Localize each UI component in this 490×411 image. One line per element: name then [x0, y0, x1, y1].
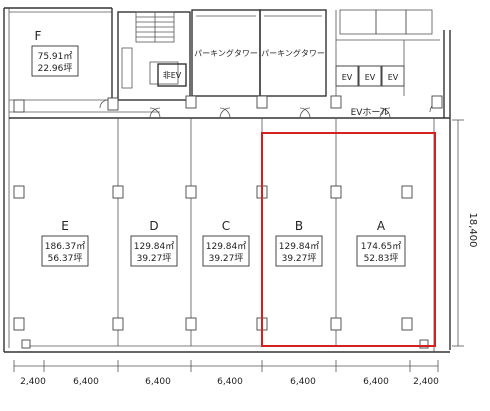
ev-3-label: EV — [388, 73, 399, 82]
unit-c-tsubo: 39.27坪 — [209, 253, 244, 264]
dim-6: 6,400 — [363, 377, 389, 387]
top-right-room-3 — [405, 9, 433, 35]
ev-2-box — [358, 65, 382, 87]
unit-c-id: C — [222, 219, 230, 233]
unit-d-tsubo: 39.27坪 — [137, 253, 172, 264]
unit-a: A 174.65㎡ 52.83坪 — [356, 219, 406, 267]
unit-f-id: F — [35, 29, 42, 43]
ev-hall-label: EVホール — [351, 107, 390, 118]
unit-b: B 129.84㎡ 39.27坪 — [275, 219, 323, 267]
small-ev-label: 非EV — [163, 70, 182, 80]
unit-e-tsubo: 56.37坪 — [48, 253, 83, 264]
unit-a-area: 174.65㎡ — [361, 241, 402, 252]
unit-b-area-box — [275, 235, 323, 267]
stair-core — [117, 11, 191, 101]
unit-e-area-box — [41, 235, 89, 267]
ev-2-label: EV — [365, 73, 376, 82]
ev-1-label: EV — [342, 73, 353, 82]
wc-room — [149, 61, 179, 85]
dim-4: 6,400 — [217, 377, 243, 387]
right-dimension-label: 18,400 — [467, 213, 478, 248]
unit-b-area: 129.84㎡ — [279, 241, 320, 252]
unit-b-id: B — [295, 219, 303, 233]
unit-f-area-box — [31, 45, 79, 77]
unit-c-area-box — [202, 235, 250, 267]
unit-f-area: 75.91㎡ — [38, 51, 73, 62]
parking-tower-2-label: パーキングタワー — [261, 48, 325, 58]
unit-d-area-box — [130, 235, 178, 267]
unit-e: E 186.37㎡ 56.37坪 — [41, 219, 89, 267]
parking-tower-1-label: パーキングタワー — [194, 48, 258, 58]
bottom-dimensions: 2,400 6,400 6,400 6,400 6,400 6,400 2,40… — [13, 360, 439, 387]
dim-5: 6,400 — [290, 377, 316, 387]
unit-d: D 129.84㎡ 39.27坪 — [130, 219, 178, 267]
unit-f: F 75.91㎡ 22.96坪 — [31, 29, 79, 77]
unit-d-id: D — [149, 219, 158, 233]
right-dimension: 18,400 — [452, 119, 478, 347]
unit-c-area: 129.84㎡ — [206, 241, 247, 252]
unit-e-area: 186.37㎡ — [45, 241, 86, 252]
small-ev-box — [157, 63, 187, 87]
unit-a-id: A — [377, 219, 386, 233]
shaft — [121, 47, 133, 89]
unit-c: C 129.84㎡ 39.27坪 — [202, 219, 250, 267]
unit-e-id: E — [61, 219, 69, 233]
unit-b-tsubo: 39.27坪 — [282, 253, 317, 264]
parking-tower-2 — [259, 9, 327, 97]
dim-7: 2,400 — [413, 377, 439, 387]
available-units-highlight — [261, 132, 436, 347]
unit-a-tsubo: 52.83坪 — [364, 253, 399, 264]
unit-f-tsubo: 22.96坪 — [38, 63, 73, 74]
dim-2: 6,400 — [73, 377, 99, 387]
top-right-room-2 — [375, 9, 407, 35]
core-area — [99, 9, 441, 119]
dim-3: 6,400 — [145, 377, 171, 387]
dim-1: 2,400 — [20, 377, 46, 387]
unit-a-area-box — [356, 235, 406, 267]
top-right-room-1 — [339, 9, 377, 35]
unit-d-area: 129.84㎡ — [134, 241, 175, 252]
